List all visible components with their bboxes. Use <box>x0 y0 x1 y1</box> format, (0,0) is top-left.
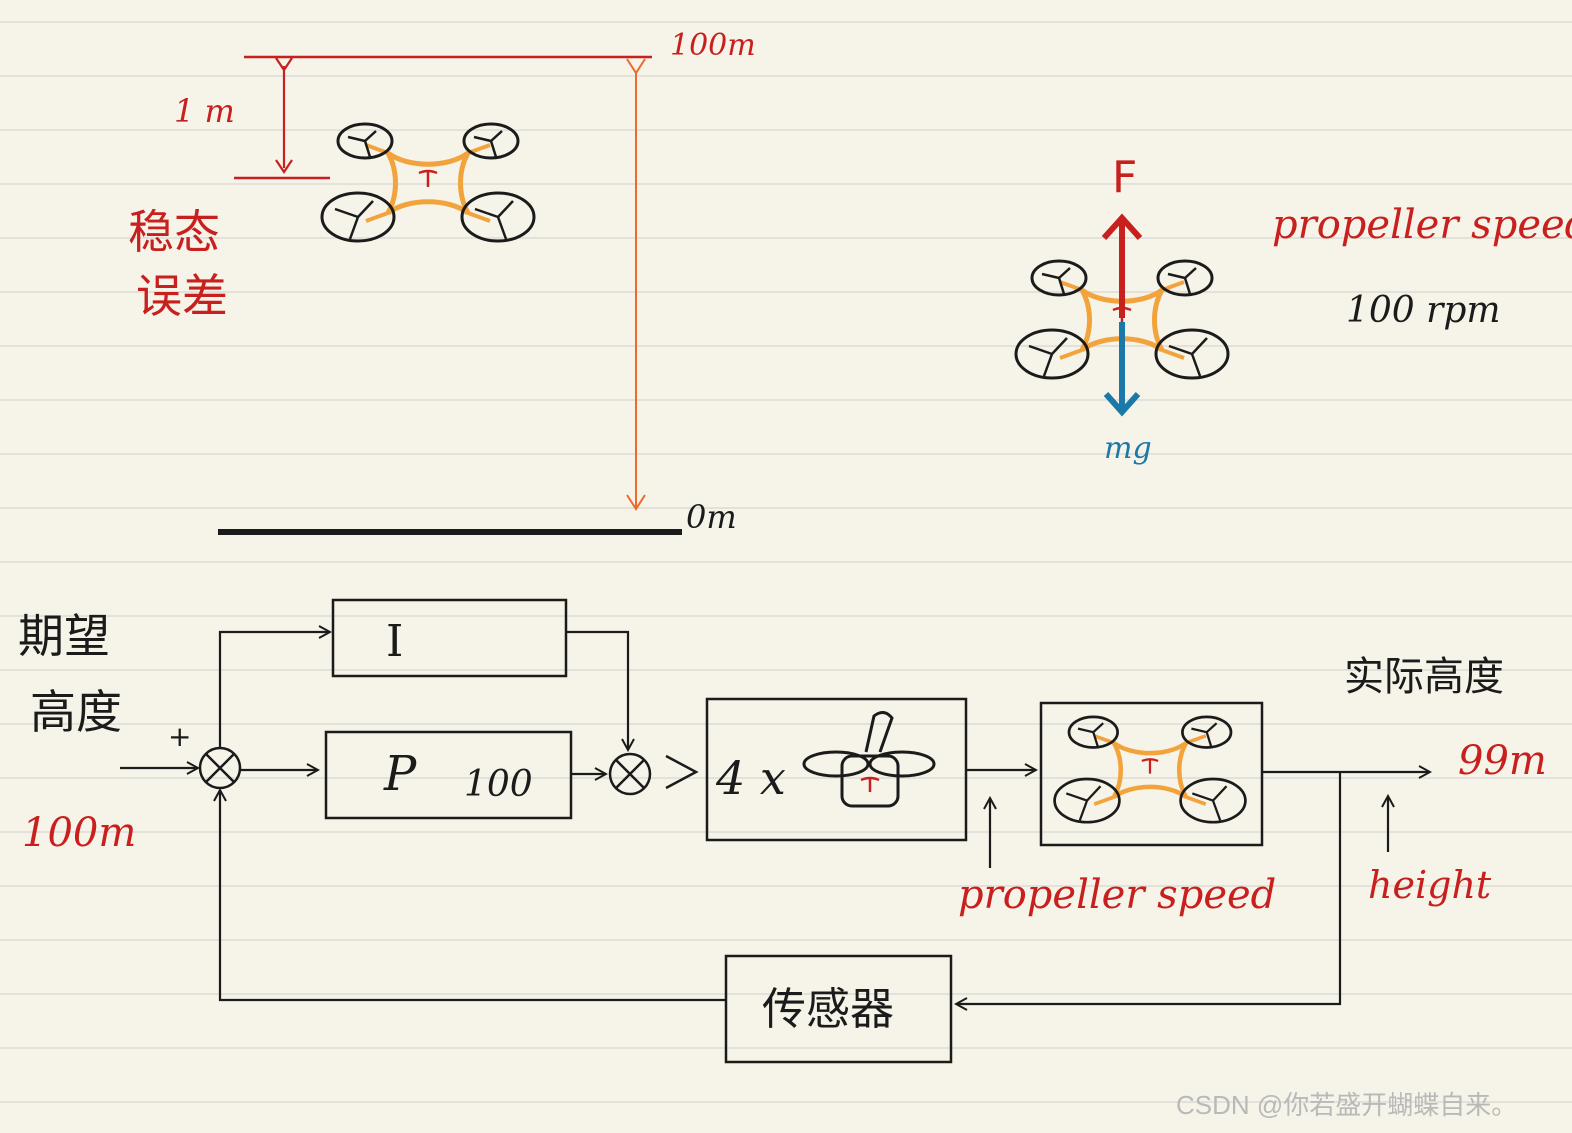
motor-icon <box>802 711 936 808</box>
i-block-label: I <box>386 616 403 667</box>
label-propeller-speed-top: propeller speed <box>1272 202 1572 248</box>
p-gain: 100 <box>464 764 533 805</box>
label-steady-error-1: 稳态 <box>128 205 220 259</box>
label-steady-error-2: 误差 <box>136 269 228 323</box>
label-actual-height: 实际高度 <box>1344 654 1504 700</box>
line-to-i <box>218 632 330 748</box>
drone-block <box>1039 701 1264 847</box>
force-sketch: F mg propeller speed 100 rpm <box>1016 152 1572 466</box>
motor-label: 4 x <box>715 751 786 805</box>
label-100m: 100m <box>670 28 756 63</box>
label-desired-1: 期望 <box>18 609 110 663</box>
altitude-sketch: 100m 1 m 稳态 误差 0m <box>128 28 756 536</box>
p-block <box>324 730 573 820</box>
chevron-to-motor <box>665 754 699 790</box>
label-0m: 0m <box>686 498 737 536</box>
label-1m: 1 m <box>174 92 235 130</box>
label-plus: + <box>168 720 191 753</box>
drone-hover <box>322 124 534 241</box>
sensor-block <box>724 954 953 1064</box>
label-rpm: 100 rpm <box>1346 290 1501 331</box>
label-output-value: 99m <box>1458 738 1547 784</box>
summing-junction-1 <box>198 746 242 790</box>
watermark: CSDN @你若盛开蝴蝶自来。 <box>1176 1090 1517 1120</box>
p-block-label: P <box>383 746 417 802</box>
thrust-arrowhead <box>1101 213 1143 241</box>
label-desired-2: 高度 <box>30 685 122 739</box>
line-i-out <box>566 630 628 750</box>
label-F: F <box>1112 152 1137 203</box>
label-propeller-speed-bottom: propeller speed <box>958 872 1276 918</box>
label-mg: mg <box>1104 431 1152 466</box>
weight-arrowhead <box>1103 392 1141 417</box>
feedback-line-right <box>956 772 1342 1004</box>
summing-junction-2 <box>608 752 652 796</box>
ruled-lines <box>0 21 1572 1103</box>
control-block-diagram: 期望 高度 100m + I P 100 4 x <box>18 598 1547 1064</box>
i-block <box>331 598 568 678</box>
label-height: height <box>1368 863 1492 907</box>
sensor-label: 传感器 <box>762 984 894 1035</box>
drone-plant-icon <box>1055 717 1246 822</box>
label-setpoint: 100m <box>22 810 136 856</box>
feedback-line-left <box>220 790 726 1002</box>
